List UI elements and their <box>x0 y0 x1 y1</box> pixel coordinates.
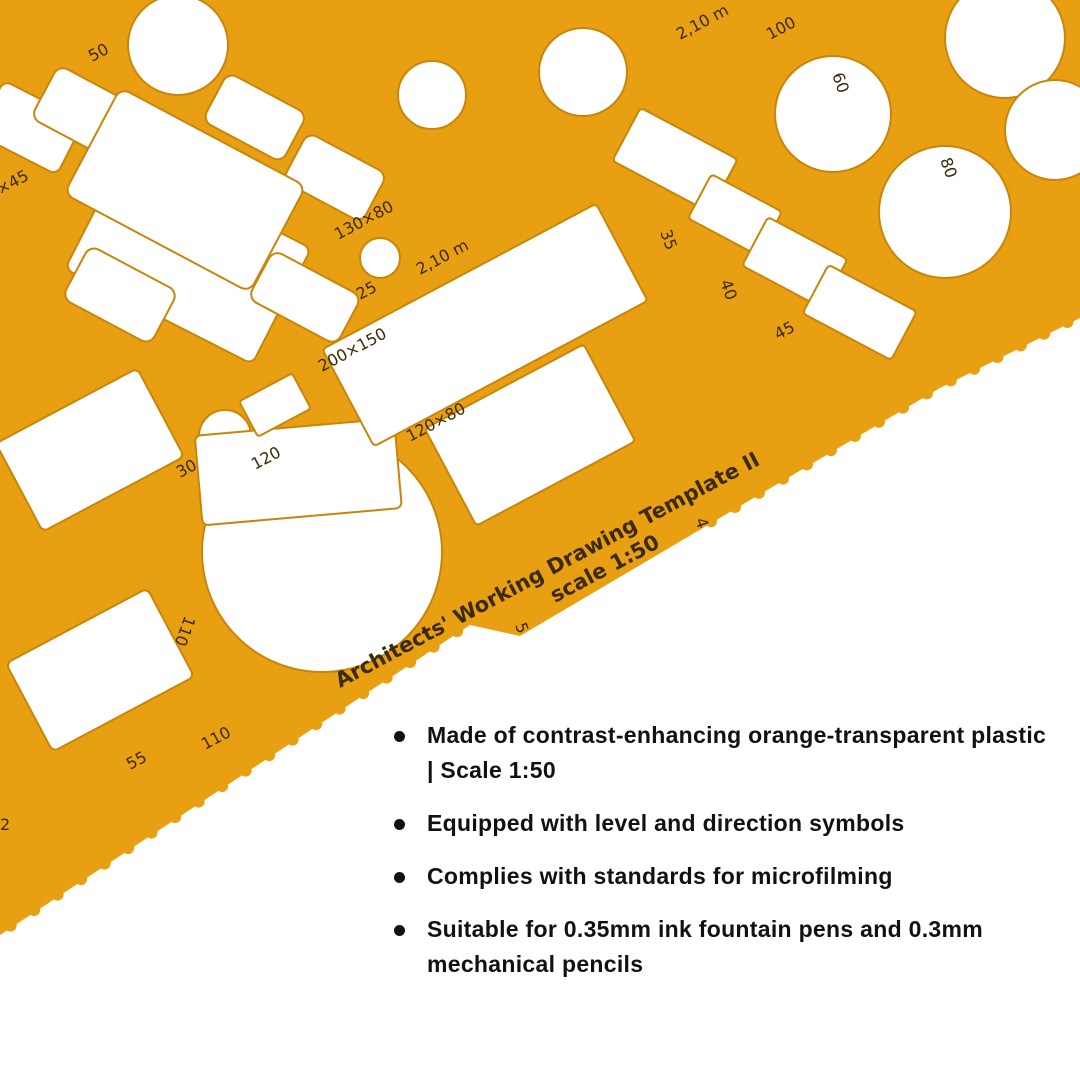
template-cutouts <box>0 0 1080 751</box>
template-tooth <box>911 371 933 400</box>
template-tooth <box>743 471 765 499</box>
circle-cutout <box>359 237 401 279</box>
feature-item: Complies with standards for microfilming <box>392 859 1052 894</box>
rect-cutout <box>194 417 403 526</box>
rect-cutout <box>803 265 917 360</box>
template-tooth <box>253 734 276 762</box>
template-tooth <box>0 904 17 932</box>
feature-text: Equipped with level and direction symbol… <box>427 810 905 836</box>
template-tooth <box>719 485 741 513</box>
template-tooth <box>159 796 182 824</box>
template-tooth <box>936 358 957 387</box>
template-tooth <box>417 625 440 653</box>
template-teeth <box>0 299 1074 932</box>
template-tooth <box>1053 299 1074 329</box>
rect-cutout <box>64 247 176 343</box>
rect-cutout <box>204 74 305 161</box>
feature-item: Equipped with level and direction symbol… <box>392 806 1052 841</box>
rect-cutout <box>284 134 385 221</box>
template-tooth <box>960 346 981 375</box>
circle-cutout <box>944 0 1066 99</box>
template-tooth <box>135 811 158 839</box>
rect-cutout <box>66 90 304 290</box>
template-tooth <box>839 414 861 442</box>
template-tooth <box>182 780 205 808</box>
circle-cutout <box>1004 79 1080 181</box>
template-tooth <box>18 889 41 917</box>
rect-cutout <box>322 204 648 446</box>
feature-list: Made of contrast-enhancing orange-transp… <box>392 718 1052 1000</box>
template-tooth <box>767 457 789 485</box>
feature-text: Complies with standards for microfilming <box>427 863 893 889</box>
template-tooth <box>983 334 1004 364</box>
feature-text: Suitable for 0.35mm ink fountain pens an… <box>427 916 983 977</box>
template-tooth <box>229 749 252 777</box>
rect-cutout <box>7 589 193 751</box>
template-tooth <box>1006 323 1027 352</box>
template-tooth <box>791 442 813 471</box>
feature-item: Suitable for 0.35mm ink fountain pens an… <box>392 912 1052 982</box>
template-tooth <box>112 827 135 855</box>
circle-cutout <box>397 60 467 130</box>
template-tooth <box>323 687 346 715</box>
template-tooth <box>41 873 64 901</box>
template-tooth <box>863 400 885 428</box>
template-tooth <box>441 610 464 638</box>
feature-text: Made of contrast-enhancing orange-transp… <box>427 722 1047 783</box>
circle-cutout <box>878 145 1012 279</box>
template-tooth <box>347 672 370 700</box>
template-tooth <box>815 428 837 457</box>
template-tooth <box>695 499 717 528</box>
rect-cutout <box>0 369 183 531</box>
template-tooth <box>206 765 229 793</box>
template-marking: 2 <box>0 815 10 834</box>
circle-cutout <box>774 55 892 173</box>
circle-cutout <box>538 27 628 117</box>
rect-cutout <box>239 373 311 437</box>
rect-cutout <box>425 344 635 526</box>
template-tooth <box>1030 311 1051 340</box>
feature-item: Made of contrast-enhancing orange-transp… <box>392 718 1052 788</box>
template-tooth <box>276 718 299 746</box>
template-tooth <box>65 858 88 886</box>
template-tooth <box>887 386 909 414</box>
template-tooth <box>300 703 323 731</box>
template-tooth <box>394 641 417 669</box>
template-tooth <box>88 842 111 870</box>
circle-cutout <box>127 0 229 96</box>
template-tooth <box>370 656 393 684</box>
rect-cutout <box>250 252 360 343</box>
